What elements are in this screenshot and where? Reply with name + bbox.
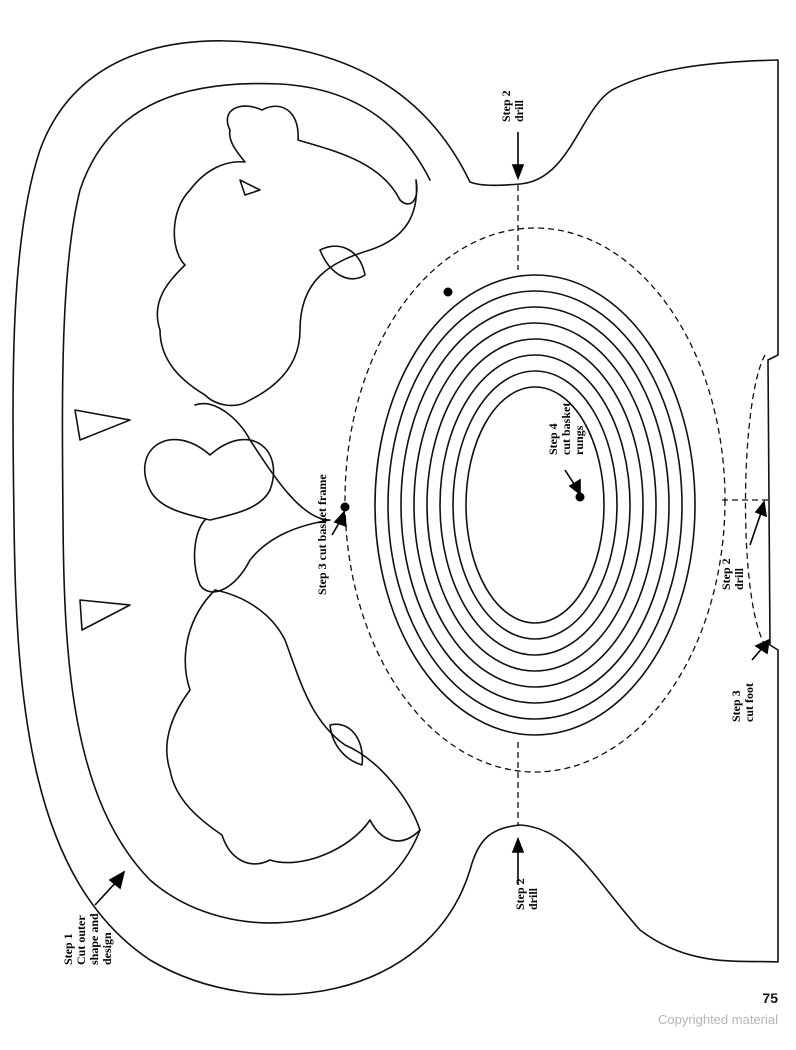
page-number: 75 xyxy=(762,990,778,1006)
bunny-design-cutouts xyxy=(74,105,421,865)
center-heart-cutout xyxy=(144,438,275,521)
step2-bottom-label: Step 2 drill xyxy=(513,875,540,910)
step3-foot-label: Step 3 cut foot xyxy=(729,683,756,722)
basket-frame-dashed-oval xyxy=(344,227,726,773)
top-bunny-paw-cutout xyxy=(239,179,261,196)
outer-shape-outline xyxy=(12,40,779,996)
step3-frame-label: Step 3 cut basket frame xyxy=(315,474,329,595)
left-slot-top-cutout xyxy=(74,409,131,441)
inner-band-outline xyxy=(61,82,431,924)
basket-rungs xyxy=(374,274,696,736)
rung-start-drill-point xyxy=(443,287,453,297)
center-left-figure-cutout xyxy=(193,402,331,593)
step2-foot-label: Step 2 drill xyxy=(719,555,746,590)
step1-label: Step 1 Cut outer shape and design xyxy=(61,910,114,965)
frame-drill-point xyxy=(340,502,350,512)
copyright-notice: Copyrighted material xyxy=(658,1012,778,1027)
bottom-bunny-cutout xyxy=(166,589,421,865)
step2-top-label: Step 2 drill xyxy=(499,87,526,122)
left-slot-bottom-cutout xyxy=(79,599,131,631)
top-leaf-cutout xyxy=(319,245,366,280)
top-bunny-cutout xyxy=(156,105,418,407)
rung-center-drill-point xyxy=(575,492,585,502)
arrows xyxy=(94,132,771,906)
step4-label: Step 4 cut basket rungs xyxy=(546,400,586,455)
bottom-leaf-cutout xyxy=(329,723,364,766)
